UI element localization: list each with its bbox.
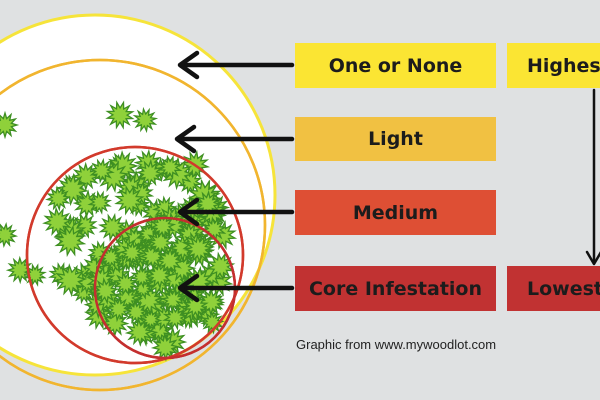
scale-lowest-box: Lowest [507, 266, 600, 311]
infestation-star-icon [53, 263, 88, 298]
infestation-star-icon [45, 185, 72, 212]
infestation-star-icon [131, 106, 159, 134]
infestation-star-icon [200, 310, 225, 335]
infestation-star-icon [157, 154, 183, 180]
scale-highest-label: Highest [527, 54, 600, 77]
infestation-stars [0, 100, 238, 362]
infestation-star-icon [98, 244, 124, 270]
level-medium-box: Medium [295, 190, 496, 235]
infestation-star-icon [155, 246, 185, 276]
infestation-star-icon [114, 184, 145, 216]
infestation-star-icon [0, 110, 20, 140]
infestation-star-icon [194, 189, 222, 218]
scale-lowest-label: Lowest [527, 277, 600, 300]
arrow-left-icon [177, 273, 295, 303]
infestation-star-icon [196, 287, 226, 317]
arrow-down-icon [585, 88, 600, 266]
level-medium-label: Medium [352, 201, 439, 224]
scale-highest-box: Highest [507, 43, 600, 88]
infestation-star-icon [88, 157, 115, 184]
infestation-star-icon [105, 100, 135, 130]
level-one-or-none-label: One or None [328, 54, 463, 77]
infestation-star-icon [72, 189, 103, 219]
level-arrows [174, 50, 600, 303]
level-light-box: Light [295, 117, 496, 161]
infestation-star-icon [105, 295, 132, 323]
infestation-star-icon [205, 251, 236, 282]
infestation-star-icon [183, 265, 214, 296]
graphic-credit: Graphic from www.mywoodlot.com [296, 337, 497, 352]
infestation-star-icon [149, 212, 177, 240]
level-one-or-none-box: One or None [295, 43, 496, 88]
medium-infestation-circle [25, 145, 245, 365]
infestation-star-icon [162, 305, 188, 331]
arrow-left-icon [177, 197, 295, 227]
infestation-star-icon [0, 221, 19, 249]
infestation-star-icon [119, 239, 145, 266]
infestation-star-icon [87, 190, 113, 215]
infestation-star-icon [183, 233, 214, 264]
infestation-star-icon [135, 158, 165, 188]
infestation-star-icon [55, 172, 89, 207]
infestation-star-icon [53, 224, 87, 258]
infestation-star-icon [123, 299, 149, 325]
arrow-left-icon [174, 124, 295, 154]
level-core-infestation-label: Core Infestation [308, 277, 482, 300]
level-core-infestation-box: Core Infestation [295, 266, 496, 311]
infestation-star-icon [145, 261, 174, 290]
arrow-left-icon [177, 50, 295, 80]
light-infestation-circle [0, 58, 267, 392]
infestation-star-icon [139, 307, 163, 331]
level-light-label: Light [368, 128, 423, 150]
